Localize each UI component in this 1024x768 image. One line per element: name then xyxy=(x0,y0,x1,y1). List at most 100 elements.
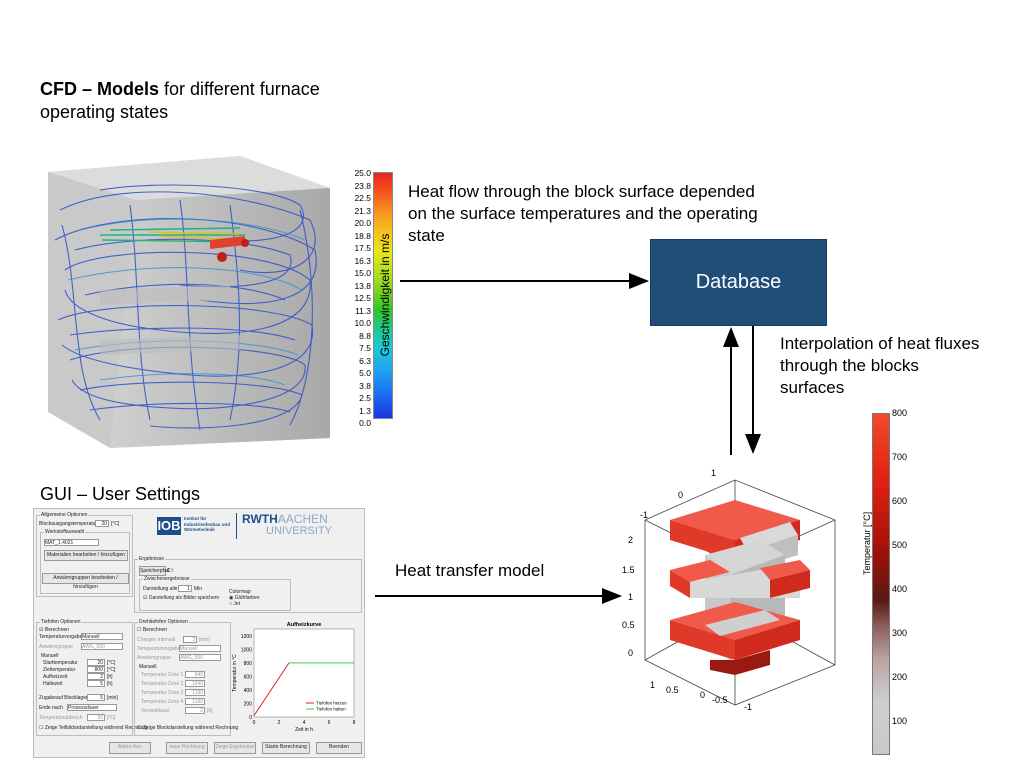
y-tick-label: 1200 xyxy=(241,634,252,640)
cfd-simulation-image xyxy=(48,156,330,448)
edit-groups-button[interactable]: Anwärmgruppen bearbeiten / hinzufügen xyxy=(42,573,129,590)
charge-interval-input[interactable]: 3 xyxy=(183,636,197,643)
exit-button[interactable]: Beenden xyxy=(316,742,362,754)
rotary-temp-select[interactable]: Manuell xyxy=(179,645,221,652)
group-select[interactable]: AWG_500 xyxy=(81,643,123,650)
velocity-tick: 15.0 xyxy=(354,268,371,278)
display-interval-input[interactable]: 1 xyxy=(178,585,192,592)
temperature-tick: 100 xyxy=(892,716,908,726)
y-tick: 1 xyxy=(711,468,717,478)
x-axis-label: Zeit in h xyxy=(295,727,313,733)
velocity-tick: 17.5 xyxy=(354,243,371,253)
temperature-tick: 500 xyxy=(892,540,908,550)
target-temp-input[interactable]: 800 xyxy=(87,666,105,673)
zone2-select[interactable]: 1040 xyxy=(185,680,205,687)
y-tick-label: 600 xyxy=(244,674,253,680)
zone3-select[interactable]: 1180 xyxy=(185,689,205,696)
layer-interval-input[interactable]: 5 xyxy=(87,694,105,701)
hold-time-input[interactable]: 5 xyxy=(87,680,105,687)
x-tick: 1 xyxy=(650,680,656,690)
velocity-tick: 1.3 xyxy=(359,405,371,416)
plot-area xyxy=(253,628,355,718)
deep-furnace-group: Tiefofen Optionen ☑ Berechnen Temperatur… xyxy=(36,619,148,736)
heating-time-input[interactable]: 2 xyxy=(87,673,105,680)
gui-window: Allgemeine Optionen Blockausgangstempera… xyxy=(33,508,365,758)
velocity-tick: 5.0 xyxy=(359,368,371,378)
velocity-tick: 21.3 xyxy=(354,205,371,216)
y-tick-label: 0 xyxy=(249,715,252,721)
zone4-select[interactable]: 1180 xyxy=(185,698,205,705)
y-tick-label: 1000 xyxy=(241,647,252,653)
calc-checkbox[interactable]: ☑ Berechnen xyxy=(39,627,70,633)
rotary-calc-checkbox[interactable]: ☐ Berechnen xyxy=(137,627,168,633)
velocity-tick: 12.5 xyxy=(354,293,371,303)
colormap-glow-radio[interactable]: ◉ Glühfarben xyxy=(229,595,260,601)
colormap-jet-radio[interactable]: ○ Jet xyxy=(229,601,241,607)
cfd-heading: CFD – Models for different furnace opera… xyxy=(40,79,320,122)
velocity-tick: 13.8 xyxy=(354,280,371,291)
y-tick-label: 800 xyxy=(244,661,253,667)
new-calc-button[interactable]: neue Rechnung xyxy=(166,742,208,754)
velocity-tick: 18.8 xyxy=(354,230,371,241)
material-group: Werkstoffauswahl MAT_1.4021 Materialien … xyxy=(40,529,130,594)
velocity-tick: 6.3 xyxy=(359,355,371,366)
temperature-tick: 700 xyxy=(892,452,908,462)
velocity-tick: 2.5 xyxy=(359,393,371,403)
series-line xyxy=(253,662,290,716)
x-tick-label: 8 xyxy=(353,720,356,726)
velocity-tick: 16.3 xyxy=(354,255,371,266)
gui-heading: GUI – User Settings xyxy=(40,484,201,504)
temperature-tick: 200 xyxy=(892,672,908,682)
x-tick-label: 4 xyxy=(303,720,306,726)
velocity-tick: 8.8 xyxy=(359,330,371,341)
zone1-select[interactable]: 940 xyxy=(185,671,205,678)
save-images-checkbox[interactable]: ☑ Darstellung als Bilder speichern xyxy=(143,595,220,601)
velocity-tick: 3.8 xyxy=(359,380,371,391)
cancel-button[interactable]: Abbrechen xyxy=(109,742,151,754)
chart-title: Aufheizkurve xyxy=(287,622,322,628)
start-calc-button[interactable]: Starte Berechnung xyxy=(262,742,310,754)
heat-flow-text: Heat flow through the block surface depe… xyxy=(408,182,758,245)
database-label: Database xyxy=(695,271,782,293)
database-box: Database xyxy=(650,239,827,326)
block-temp-input[interactable]: 20 xyxy=(95,520,109,527)
dwell-input[interactable]: 2 xyxy=(185,707,205,714)
temperature-axis-label: Temperatur [°C] xyxy=(862,511,872,575)
legend-label: Tiefofen heizen xyxy=(316,701,347,706)
x-tick: -0.5 xyxy=(712,695,728,705)
velocity-tick: 23.8 xyxy=(354,180,371,191)
show-block-checkbox[interactable]: ☐ Zeige Blockdarstellung während Rechnun… xyxy=(137,725,239,731)
end-condition-select[interactable]: Prozessdauer xyxy=(67,704,117,711)
rwth-university: UNIVERSITY xyxy=(266,525,333,537)
temperature-tick: 600 xyxy=(892,496,908,506)
x-tick-label: 2 xyxy=(278,720,281,726)
x-tick: 0.5 xyxy=(666,685,679,695)
legend-label: Tiefofen halten xyxy=(316,707,346,712)
show-partial-checkbox[interactable]: ☐ Zeige Teilbildardarstellung während Re… xyxy=(39,725,148,731)
temperature-tick: 300 xyxy=(892,628,908,638)
x-tick: -1 xyxy=(744,702,753,712)
velocity-tick: 7.5 xyxy=(359,343,371,353)
start-temp-input[interactable]: 20 xyxy=(87,659,105,666)
z-tick: 1.5 xyxy=(622,565,635,575)
material-select[interactable]: MAT_1.4021 xyxy=(44,539,99,546)
edit-materials-button[interactable]: Materialien bearbeiten / hinzufügen xyxy=(44,550,128,561)
rotary-group-select[interactable]: AWG_500 xyxy=(179,654,221,661)
velocity-tick: 10.0 xyxy=(354,318,371,328)
iob-logo-text: Institut für Industrieofenbau und Wärmet… xyxy=(184,516,230,532)
heat-transfer-label: Heat transfer model xyxy=(395,561,545,580)
abort-temp-input[interactable]: 50 xyxy=(87,714,105,721)
y-tick-label: 200 xyxy=(244,701,253,707)
temperature-tick: 400 xyxy=(892,584,908,594)
temp-spec-select[interactable]: Manuell xyxy=(81,633,123,640)
show-results-button[interactable]: Zeige Ergebnisse xyxy=(214,742,256,754)
velocity-colorbar xyxy=(373,172,393,419)
y-tick: 0 xyxy=(678,490,684,500)
interpolation-text: Interpolation of heat fluxes through the… xyxy=(780,334,980,397)
velocity-tick: 11.3 xyxy=(355,305,371,316)
save-path-button[interactable]: Speicherpfad xyxy=(139,566,170,576)
temperature-tick: 800 xyxy=(892,408,908,418)
velocity-tick: 0.0 xyxy=(359,418,371,428)
